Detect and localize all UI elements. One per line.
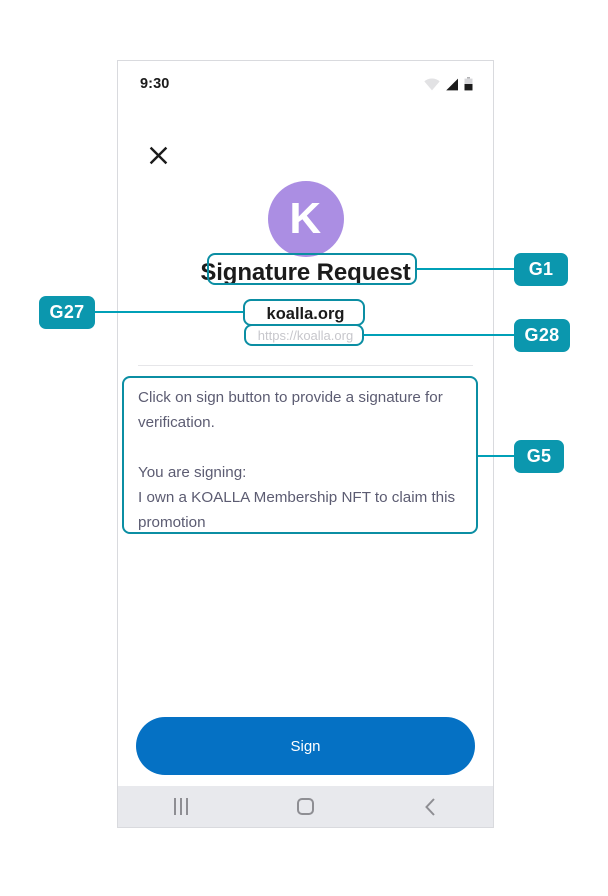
site-domain: koalla.org [266,305,345,323]
signal-icon [446,78,458,90]
logo-letter: K [289,194,322,243]
message-body: Click on sign button to provide a signat… [138,385,473,535]
annotation-line-g1 [417,268,514,270]
annotation-line-g27 [95,311,243,313]
site-url: https://koalla.org [257,328,354,343]
recents-icon [173,798,188,815]
status-icons [424,77,473,91]
phone-frame: 9:30 [117,60,494,828]
close-button[interactable] [138,135,178,175]
nav-home-button[interactable] [271,786,341,827]
annotation-badge-g5[interactable]: G5 [514,440,564,473]
nav-back-button[interactable] [396,786,466,827]
nav-recents-button[interactable] [146,786,216,827]
sign-button[interactable]: Sign [136,717,475,775]
message-line-2: You are signing: [138,464,247,481]
close-icon [149,146,167,164]
message-line-1: Click on sign button to provide a signat… [138,389,443,431]
annotation-badge-g1[interactable]: G1 [514,253,568,286]
message-spacer [138,435,473,460]
annotation-badge-g27[interactable]: G27 [39,296,95,329]
annotation-badge-g28[interactable]: G28 [514,319,570,352]
android-nav-bar [118,786,493,827]
annotation-line-g5 [478,455,514,457]
message-line-3: I own a KOALLA Membership NFT to claim t… [138,489,456,531]
logo-circle: K [267,181,344,257]
wifi-icon [424,77,440,90]
page-title: Signature Request [200,259,411,286]
home-icon [297,798,314,815]
status-bar: 9:30 [118,61,493,107]
status-time: 9:30 [140,76,170,92]
battery-icon [464,77,473,91]
site-logo: K [118,181,493,257]
annotation-line-g28 [364,334,514,336]
divider [138,365,473,366]
back-icon [425,797,435,816]
